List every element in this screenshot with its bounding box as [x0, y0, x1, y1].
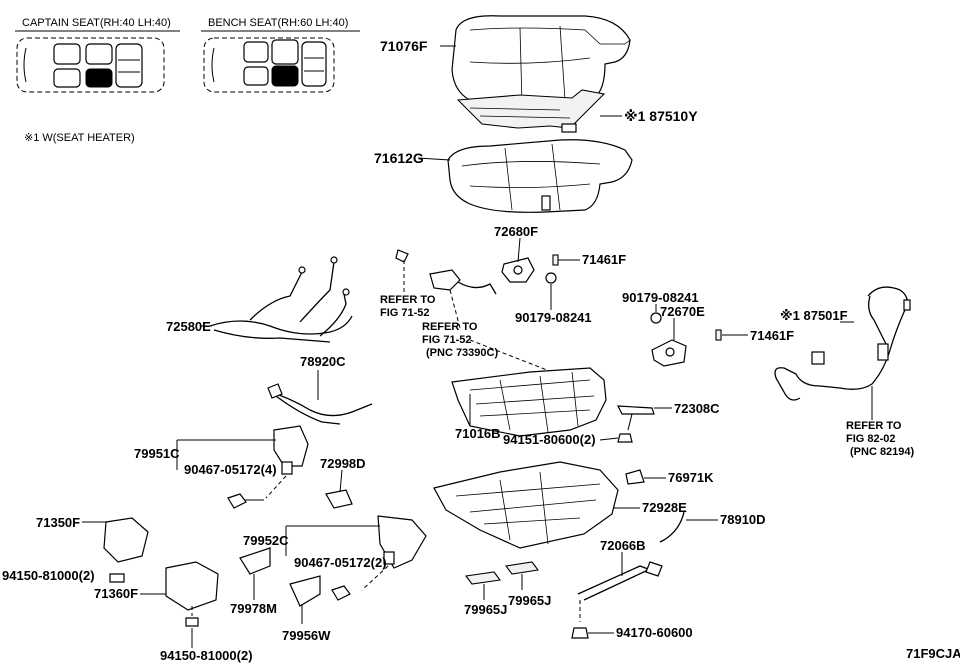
legend-bench-title: BENCH SEAT(RH:60 LH:40) [208, 17, 348, 29]
label-79951C: 79951C [134, 446, 180, 461]
part-71016B-frame [451, 367, 607, 437]
part-78920C-cable [267, 370, 373, 425]
label-79978M: 79978M [230, 601, 277, 616]
ref1-line1: REFER TO [380, 294, 436, 306]
ref2-line1: REFER TO [422, 321, 478, 333]
label-71350F: 71350F [36, 515, 80, 530]
ref3-line3: (PNC 82194) [850, 446, 915, 458]
ref3-line2: FIG 82-02 [846, 433, 896, 445]
ref2-line2: FIG 71-52 [422, 334, 472, 346]
part-72066B-lever [571, 552, 663, 639]
label-71076F: 71076F [380, 38, 428, 54]
part-72580E-cables [209, 256, 353, 343]
part-79952C-bracket [285, 515, 427, 601]
label-79956W: 79956W [282, 628, 331, 643]
label-79965J-b: 79965J [508, 593, 551, 608]
part-72308C-bracket [616, 405, 672, 443]
label-87501F: ※1 87501F [780, 308, 848, 323]
label-72670E: 72670E [660, 304, 705, 319]
part-78910D-cable [659, 511, 718, 543]
part-79965J-pads [465, 561, 539, 600]
label-71016B: 71016B [455, 426, 501, 441]
label-71461F-b: 71461F [750, 328, 794, 343]
label-72998D: 72998D [320, 456, 366, 471]
label-94150-a: 94150-81000(2) [2, 568, 95, 583]
label-90179-b: 90179-08241 [622, 290, 699, 305]
part-cable-lever [395, 249, 553, 373]
label-79965J-a: 79965J [464, 602, 507, 617]
part-79951C-bracket [176, 425, 309, 509]
label-72680F: 72680F [494, 224, 538, 239]
label-76971K: 76971K [668, 470, 714, 485]
part-79978M-cover [239, 547, 271, 600]
legend-bench: BENCH SEAT(RH:60 LH:40) [201, 17, 360, 93]
part-87510Y-seat-heater [456, 89, 606, 133]
label-78910D: 78910D [720, 512, 766, 527]
part-71612G-cushion-pad [447, 139, 633, 213]
label-94170: 94170-60600 [616, 625, 693, 640]
part-87501F-harness [774, 286, 911, 420]
part-72928E-pan [433, 461, 640, 549]
figure-code: 71F9CJA [906, 646, 960, 661]
label-87510Y: ※1 87510Y [624, 108, 698, 124]
label-90179-a: 90179-08241 [515, 310, 592, 325]
part-79956W-cover [289, 575, 321, 624]
label-79952C: 79952C [243, 533, 289, 548]
label-94150-b: 94150-81000(2) [160, 648, 253, 663]
part-71350F-hinge [82, 517, 149, 583]
label-71461F-a: 71461F [582, 252, 626, 267]
part-76971K-clip [625, 469, 666, 485]
legend-captain: CAPTAIN SEAT(RH:40 LH:40) [15, 17, 180, 93]
part-72680F-latch [501, 237, 580, 310]
label-90467-b: 90467-05172(2) [294, 555, 387, 570]
label-71612G: 71612G [374, 150, 424, 166]
legend-note: ※1 W(SEAT HEATER) [24, 132, 135, 144]
part-72998D-cover [325, 469, 353, 509]
ref2-line3: (PNC 73390C) [426, 347, 498, 359]
legend-captain-title: CAPTAIN SEAT(RH:40 LH:40) [22, 17, 171, 29]
label-78920C: 78920C [300, 354, 346, 369]
label-72308C: 72308C [674, 401, 720, 416]
ref1-line2: FIG 71-52 [380, 307, 430, 319]
label-90467-a: 90467-05172(4) [184, 462, 277, 477]
label-72928E: 72928E [642, 500, 687, 515]
label-94151: 94151-80600(2) [503, 432, 596, 447]
part-71360F-hinge [140, 561, 219, 627]
label-71360F: 71360F [94, 586, 138, 601]
label-72066B: 72066B [600, 538, 646, 553]
ref3-line1: REFER TO [846, 420, 902, 432]
label-72580E: 72580E [166, 319, 211, 334]
part-72670E-latch [650, 304, 748, 367]
